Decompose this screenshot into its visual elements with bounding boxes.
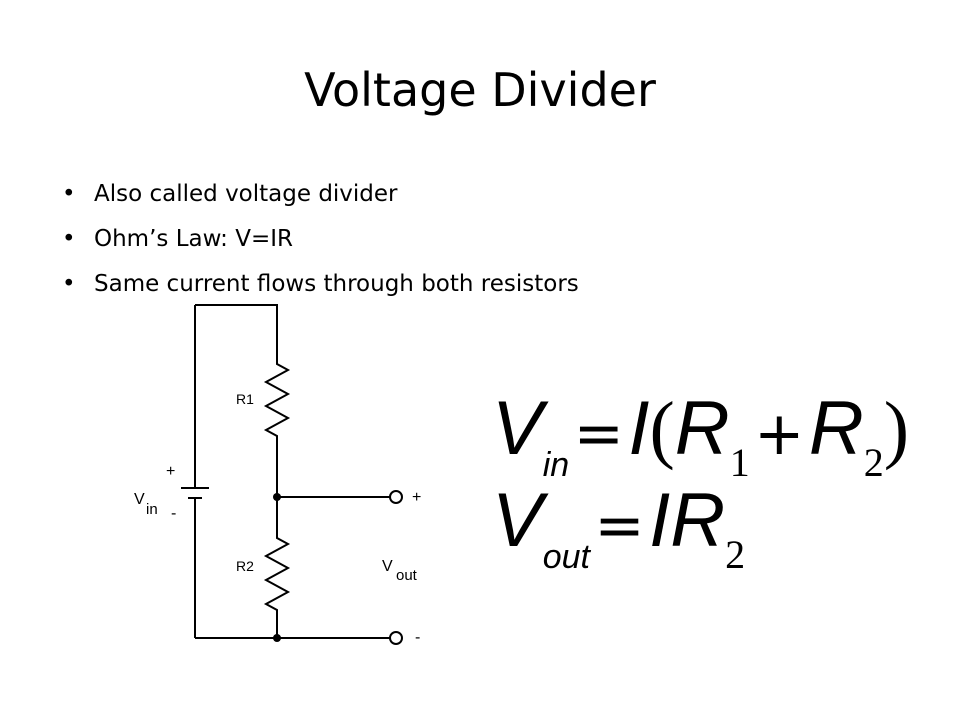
bullet-text: Also called voltage divider [94, 181, 398, 207]
slide-title: Voltage Divider [304, 63, 656, 117]
vout-sub-label: out [396, 567, 418, 584]
resistor-r1 [263, 358, 291, 442]
eq1-r2: R [808, 386, 864, 471]
bullet-list: • Also called voltage divider • Ohm’s Law:… [60, 172, 579, 307]
bullet-dot-icon: • [62, 181, 76, 207]
eq1-r1: R [674, 386, 730, 471]
voltage-divider-schematic: R1 R2 + V in - + V out - [134, 304, 421, 646]
eq1-open-paren: ( [649, 387, 675, 471]
vin-minus-label: - [171, 505, 176, 522]
eq2-lhs: V [492, 478, 543, 563]
eq2-rhs: IR [649, 478, 726, 563]
equations: Vin = I(R1 + R2) Vout = IR2 [492, 385, 952, 585]
resistor-r2 [263, 532, 291, 616]
terminal-out-minus [389, 631, 403, 645]
bullet-item: • Also called voltage divider [60, 172, 579, 217]
eq2-equals: = [594, 491, 645, 561]
r2-label: R2 [236, 558, 254, 574]
eq1-lhs-sub: in [542, 446, 570, 484]
terminal-out-plus [389, 490, 403, 504]
eq1-r2-sub: 2 [863, 440, 884, 485]
bullet-dot-icon: • [62, 271, 76, 297]
vout-plus-label: + [412, 489, 421, 506]
bullet-item: • Ohm’s Law: V=IR [60, 217, 579, 262]
bullet-dot-icon: • [62, 226, 76, 252]
eq2-lhs-sub: out [542, 538, 590, 576]
r1-label: R1 [236, 391, 254, 407]
eq1-lhs: V [492, 386, 543, 471]
eq1-r1-sub: 1 [729, 440, 750, 485]
eq1-equals: = [573, 399, 624, 469]
vin-plus-label: + [166, 463, 175, 480]
equation-vout: Vout = IR2 [492, 477, 745, 577]
wire-top [195, 304, 278, 358]
junction-node-middle [273, 493, 281, 501]
equation-vin: Vin = I(R1 + R2) [492, 385, 910, 485]
junction-node-bottom [273, 634, 281, 642]
bullet-text: Ohm’s Law: V=IR [94, 226, 293, 252]
eq1-plus: + [754, 399, 805, 469]
vin-label: V [134, 491, 145, 508]
eq1-current: I [628, 386, 650, 471]
eq2-rhs-sub: 2 [725, 532, 746, 577]
vout-minus-label: - [415, 629, 420, 646]
vout-label: V [382, 558, 393, 575]
bullet-text: Same current flows through both resistor… [94, 271, 579, 297]
eq1-close-paren: ) [883, 387, 910, 471]
vin-sub-label: in [146, 501, 158, 518]
bullet-item: • Same current flows through both resisto… [60, 262, 579, 307]
